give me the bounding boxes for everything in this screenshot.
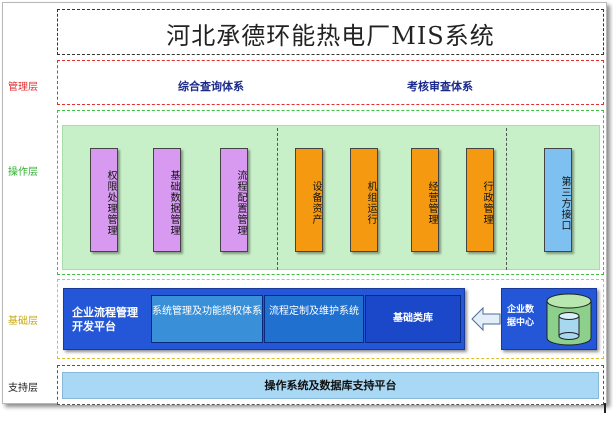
operation-layer: 权限处理管理 基础数据管理 流程配置管理 设备资产 机组运行 经营管理 行政管理…: [57, 110, 604, 275]
module-flow-config: 流程配置管理: [220, 148, 248, 252]
platform-cell-flow-customization: 流程定制及维护系统: [264, 295, 364, 343]
group-divider: [277, 128, 278, 270]
platform-cell-base-library: 基础类库: [365, 295, 461, 343]
operation-panel: 权限处理管理 基础数据管理 流程配置管理 设备资产 机组运行 经营管理 行政管理…: [62, 125, 600, 270]
database-icon: [546, 293, 592, 346]
module-basic-data: 基础数据管理: [153, 148, 181, 252]
support-layer: 操作系统及数据库支持平台: [57, 365, 604, 405]
management-item-query: 综合查询体系: [178, 80, 244, 93]
platform-label: 企业流程管理开发平台: [72, 306, 138, 333]
module-unit-operation: 机组运行: [350, 148, 378, 252]
module-third-party-interface: 第三方接口: [544, 148, 572, 252]
left-arrow-icon: [471, 307, 501, 331]
module-business-management: 经营管理: [411, 148, 439, 252]
module-permission: 权限处理管理: [90, 148, 118, 252]
layer-label-foundation: 基础层: [8, 316, 38, 327]
title-box: 河北承德环能热电厂MIS系统: [57, 9, 604, 55]
layer-label-support: 支持层: [8, 383, 38, 394]
group-divider: [506, 128, 507, 270]
corner-mark: [604, 403, 606, 413]
support-platform: 操作系统及数据库支持平台: [62, 372, 599, 399]
management-layer: 综合查询体系 考核审查体系: [57, 60, 604, 105]
module-equipment-assets: 设备资产: [295, 148, 323, 252]
data-center-label: 企业数据中心: [507, 305, 535, 328]
data-center: 企业数据中心: [501, 288, 597, 350]
foundation-layer: 企业流程管理开发平台 系统管理及功能授权体系 流程定制及维护系统 基础类库 企业…: [57, 279, 604, 359]
diagram-title: 河北承德环能热电厂MIS系统: [166, 22, 495, 50]
module-administration: 行政管理: [466, 148, 494, 252]
layer-label-management: 管理层: [8, 82, 38, 93]
platform-cell-system-management: 系统管理及功能授权体系: [151, 295, 263, 343]
layer-label-operation: 操作层: [8, 167, 38, 178]
management-item-audit: 考核审查体系: [407, 80, 473, 93]
development-platform: 企业流程管理开发平台 系统管理及功能授权体系 流程定制及维护系统 基础类库: [63, 288, 465, 350]
